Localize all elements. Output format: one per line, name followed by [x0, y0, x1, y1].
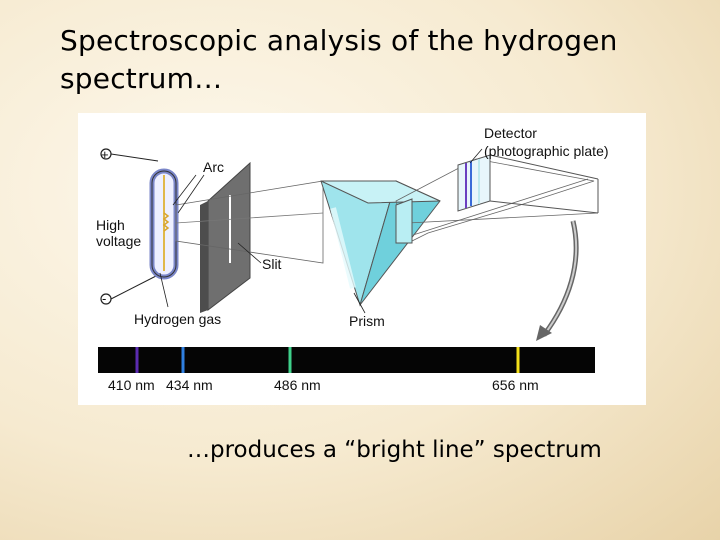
slide-caption: …produces a “bright line” spectrum [187, 437, 602, 463]
emission-line-656 [516, 347, 520, 373]
label-prism: Prism [349, 313, 385, 329]
spectrum-lines: 410 nm 434 nm 486 nm 656 nm [108, 347, 539, 393]
wire-positive [110, 153, 159, 162]
spectrum-strip [98, 347, 595, 373]
light-beam [175, 180, 324, 264]
plus-sign: + [101, 147, 109, 162]
wavelength-label-656: 656 nm [492, 377, 539, 393]
wavelength-label-486: 486 nm [274, 377, 321, 393]
spectroscope-diagram: + - [78, 113, 646, 405]
label-high: High [96, 217, 125, 233]
wavelength-label-434: 434 nm [166, 377, 213, 393]
label-detector: Detector [484, 125, 537, 141]
label-voltage: voltage [96, 233, 141, 249]
emission-line-486 [288, 347, 292, 373]
emission-line-410 [135, 347, 139, 373]
label-hydrogen-gas: Hydrogen gas [134, 311, 221, 327]
wavelength-label-410: 410 nm [108, 377, 155, 393]
label-detector-sub: (photographic plate) [484, 143, 609, 159]
spectroscope-svg: + - [96, 125, 609, 393]
emission-line-434 [181, 347, 185, 373]
arrow-head-icon [536, 325, 552, 341]
label-slit: Slit [262, 256, 282, 272]
label-arc: Arc [203, 159, 224, 175]
minus-sign: - [102, 291, 106, 306]
slide-title: Spectroscopic analysis of the hydrogen s… [60, 24, 618, 95]
detector-plate [457, 154, 491, 212]
wire-negative [110, 274, 159, 300]
